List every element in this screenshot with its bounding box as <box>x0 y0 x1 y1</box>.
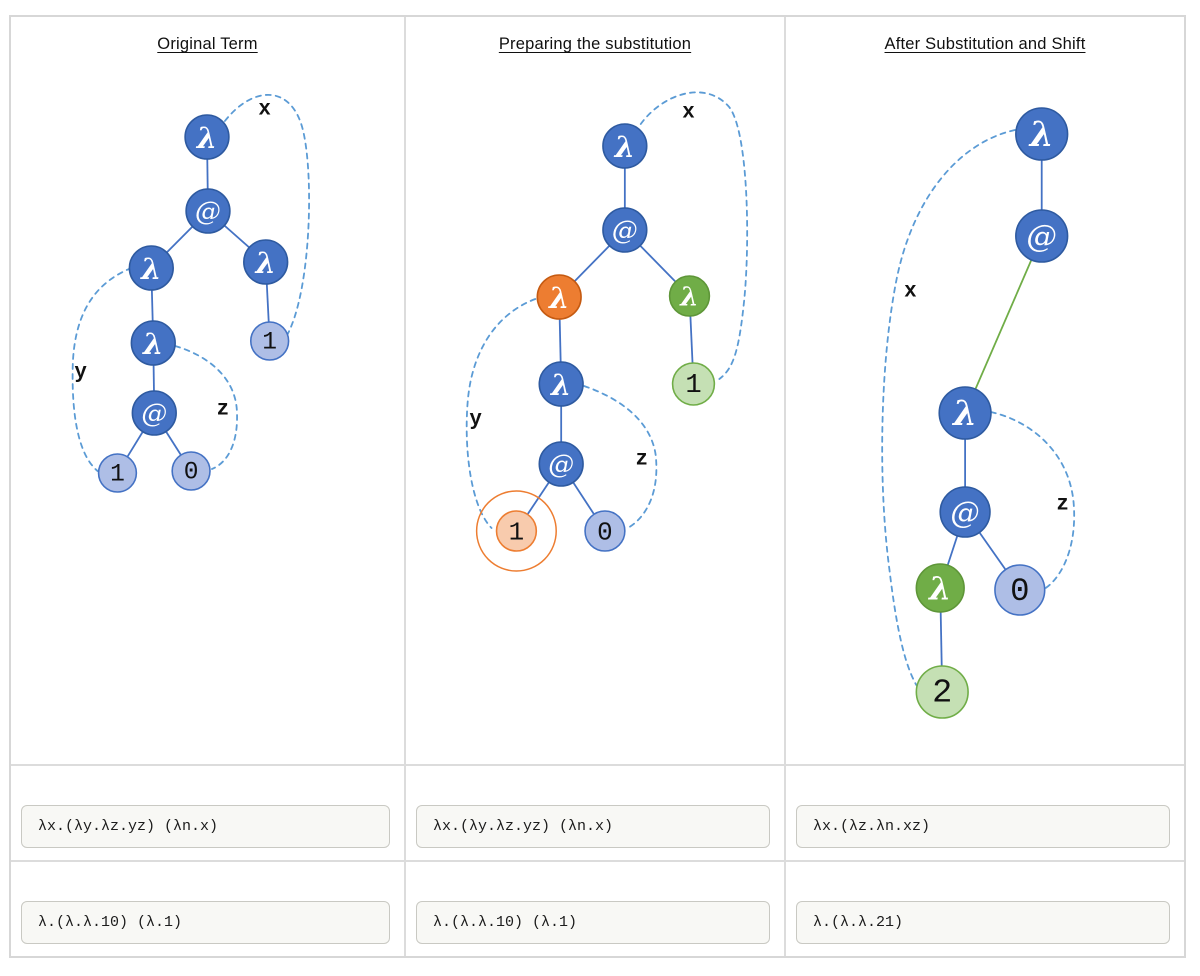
tree-node-lam <box>243 239 289 285</box>
node-glyph-lam: λ <box>927 570 951 607</box>
debruijn-term-box-1: λ.(λ.λ.10) (λ.1) <box>21 901 390 944</box>
binder-scope-arc-z <box>583 385 658 529</box>
node-glyph-app: @ <box>548 450 574 480</box>
original-term-tree: x y z λ @ λ λ λ @1 0 1 <box>71 94 310 493</box>
panel-title-after-substitution: After Substitution and Shift <box>884 35 1086 53</box>
tree-node-num <box>171 451 211 491</box>
node-glyph-app: @ <box>195 197 221 227</box>
node-glyph-lam: λ <box>141 327 163 361</box>
tree-node-lam <box>602 123 648 169</box>
tree-node-lam <box>128 245 174 291</box>
tree-node-lam <box>538 361 584 407</box>
tree-node-lam <box>130 320 176 366</box>
tree-node-lam <box>915 563 965 613</box>
binder-scope-arc-x <box>224 94 310 337</box>
tree-node-app <box>1015 209 1069 263</box>
substitution-target-ring <box>475 490 557 572</box>
debruijn-term-cell-3: λ.(λ.λ.21) <box>786 860 1184 956</box>
node-glyph-app: @ <box>950 496 979 530</box>
node-glyph-num: 0 <box>184 458 199 486</box>
tree-node-lam <box>184 114 230 160</box>
binder-label-x: x <box>258 98 271 121</box>
named-term-box-2: λx.(λy.λz.yz) (λn.x) <box>416 805 770 848</box>
node-glyph-num: 1 <box>262 328 277 356</box>
node-glyph-lam: λ <box>951 394 977 434</box>
named-term-box-1: λx.(λy.λz.yz) (λn.x) <box>21 805 390 848</box>
panel-preparing-substitution: x y z λ @ λ λ λ @1 0 1 Preparing the substitution <box>406 17 786 764</box>
tree-node-lam <box>536 274 582 320</box>
tree-node-num <box>915 665 969 719</box>
tree-node-num <box>97 453 138 493</box>
node-glyph-app: @ <box>1026 219 1057 254</box>
tree-node-lam <box>1015 107 1069 161</box>
tree-node-app <box>538 441 584 487</box>
node-glyph-lam: λ <box>254 246 276 280</box>
tree-node-lam <box>938 386 992 440</box>
binder-label-x: x <box>682 101 695 124</box>
node-glyph-num: 1 <box>509 517 525 547</box>
binder-scope-arc-z <box>990 411 1076 589</box>
node-glyph-num: 0 <box>597 517 613 547</box>
named-term-box-3: λx.(λz.λn.xz) <box>796 805 1170 848</box>
binder-scope-arc-y <box>71 267 133 472</box>
binder-label-z: z <box>217 398 230 421</box>
tree-node-num <box>584 510 626 552</box>
node-glyph-app: @ <box>612 216 638 246</box>
panel-original-term: x y z λ @ λ λ λ @1 0 1 Original Term <box>11 17 406 764</box>
binder-label-z: z <box>635 448 648 471</box>
named-term-cell-3: λx.(λz.λn.xz) <box>786 764 1184 860</box>
named-term-cell-1: λx.(λy.λz.yz) (λn.x) <box>11 764 406 860</box>
node-glyph-lam: λ <box>613 130 635 164</box>
binder-scope-arc-x <box>881 129 1016 686</box>
binder-scope-arc-y <box>465 298 537 529</box>
node-glyph-lam: λ <box>139 252 161 286</box>
debruijn-term-cell-2: λ.(λ.λ.10) (λ.1) <box>406 860 786 956</box>
binder-label-x: x <box>904 280 917 303</box>
debruijn-term-cell-1: λ.(λ.λ.10) (λ.1) <box>11 860 406 956</box>
tree-node-app <box>131 390 177 436</box>
node-glyph-lam: λ <box>679 281 698 312</box>
tree-node-num <box>994 564 1046 616</box>
panel-after-substitution: x z λ @ λ @ λ 0 2 After Substitution and Shift <box>786 17 1184 764</box>
preparing-substitution-tree: x y z λ @ λ λ λ @1 0 1 <box>465 91 749 572</box>
node-glyph-lam: λ <box>547 281 569 315</box>
node-glyph-num: 1 <box>110 460 125 488</box>
debruijn-term-box-3: λ.(λ.λ.21) <box>796 901 1170 944</box>
tree-node-lam <box>668 275 711 317</box>
binder-scope-arc-x <box>639 91 749 380</box>
substitution-diagram-table: x y z λ @ λ λ λ @1 0 1 Original Term x y z λ @ λ λ λ @1 0 1 … <box>9 15 1186 958</box>
node-glyph-num: 1 <box>685 370 701 401</box>
node-glyph-lam: λ <box>1028 115 1054 155</box>
tree-node-num <box>495 510 538 552</box>
binder-scope-arc-z <box>174 345 238 470</box>
node-glyph-num: 0 <box>1010 573 1029 610</box>
node-glyph-lam: λ <box>195 121 217 155</box>
node-glyph-lam: λ <box>549 368 571 402</box>
tree-node-app <box>185 188 231 234</box>
debruijn-term-box-2: λ.(λ.λ.10) (λ.1) <box>416 901 770 944</box>
named-term-cell-2: λx.(λy.λz.yz) (λn.x) <box>406 764 786 860</box>
panel-title-preparing-substitution: Preparing the substitution <box>498 35 692 53</box>
node-glyph-num: 2 <box>932 674 952 712</box>
after-substitution-tree: x z λ @ λ @ λ 0 2 <box>881 107 1076 719</box>
tree-node-app <box>602 207 648 253</box>
binder-label-y: y <box>74 361 87 384</box>
binder-label-z: z <box>1056 493 1069 516</box>
tree-node-num <box>671 362 716 406</box>
panel-title-original-term: Original Term <box>157 35 258 53</box>
node-glyph-app: @ <box>141 399 167 429</box>
substituted-edge <box>964 235 1043 414</box>
tree-node-num <box>249 321 290 361</box>
binder-label-y: y <box>469 408 482 431</box>
tree-node-app <box>939 486 991 538</box>
